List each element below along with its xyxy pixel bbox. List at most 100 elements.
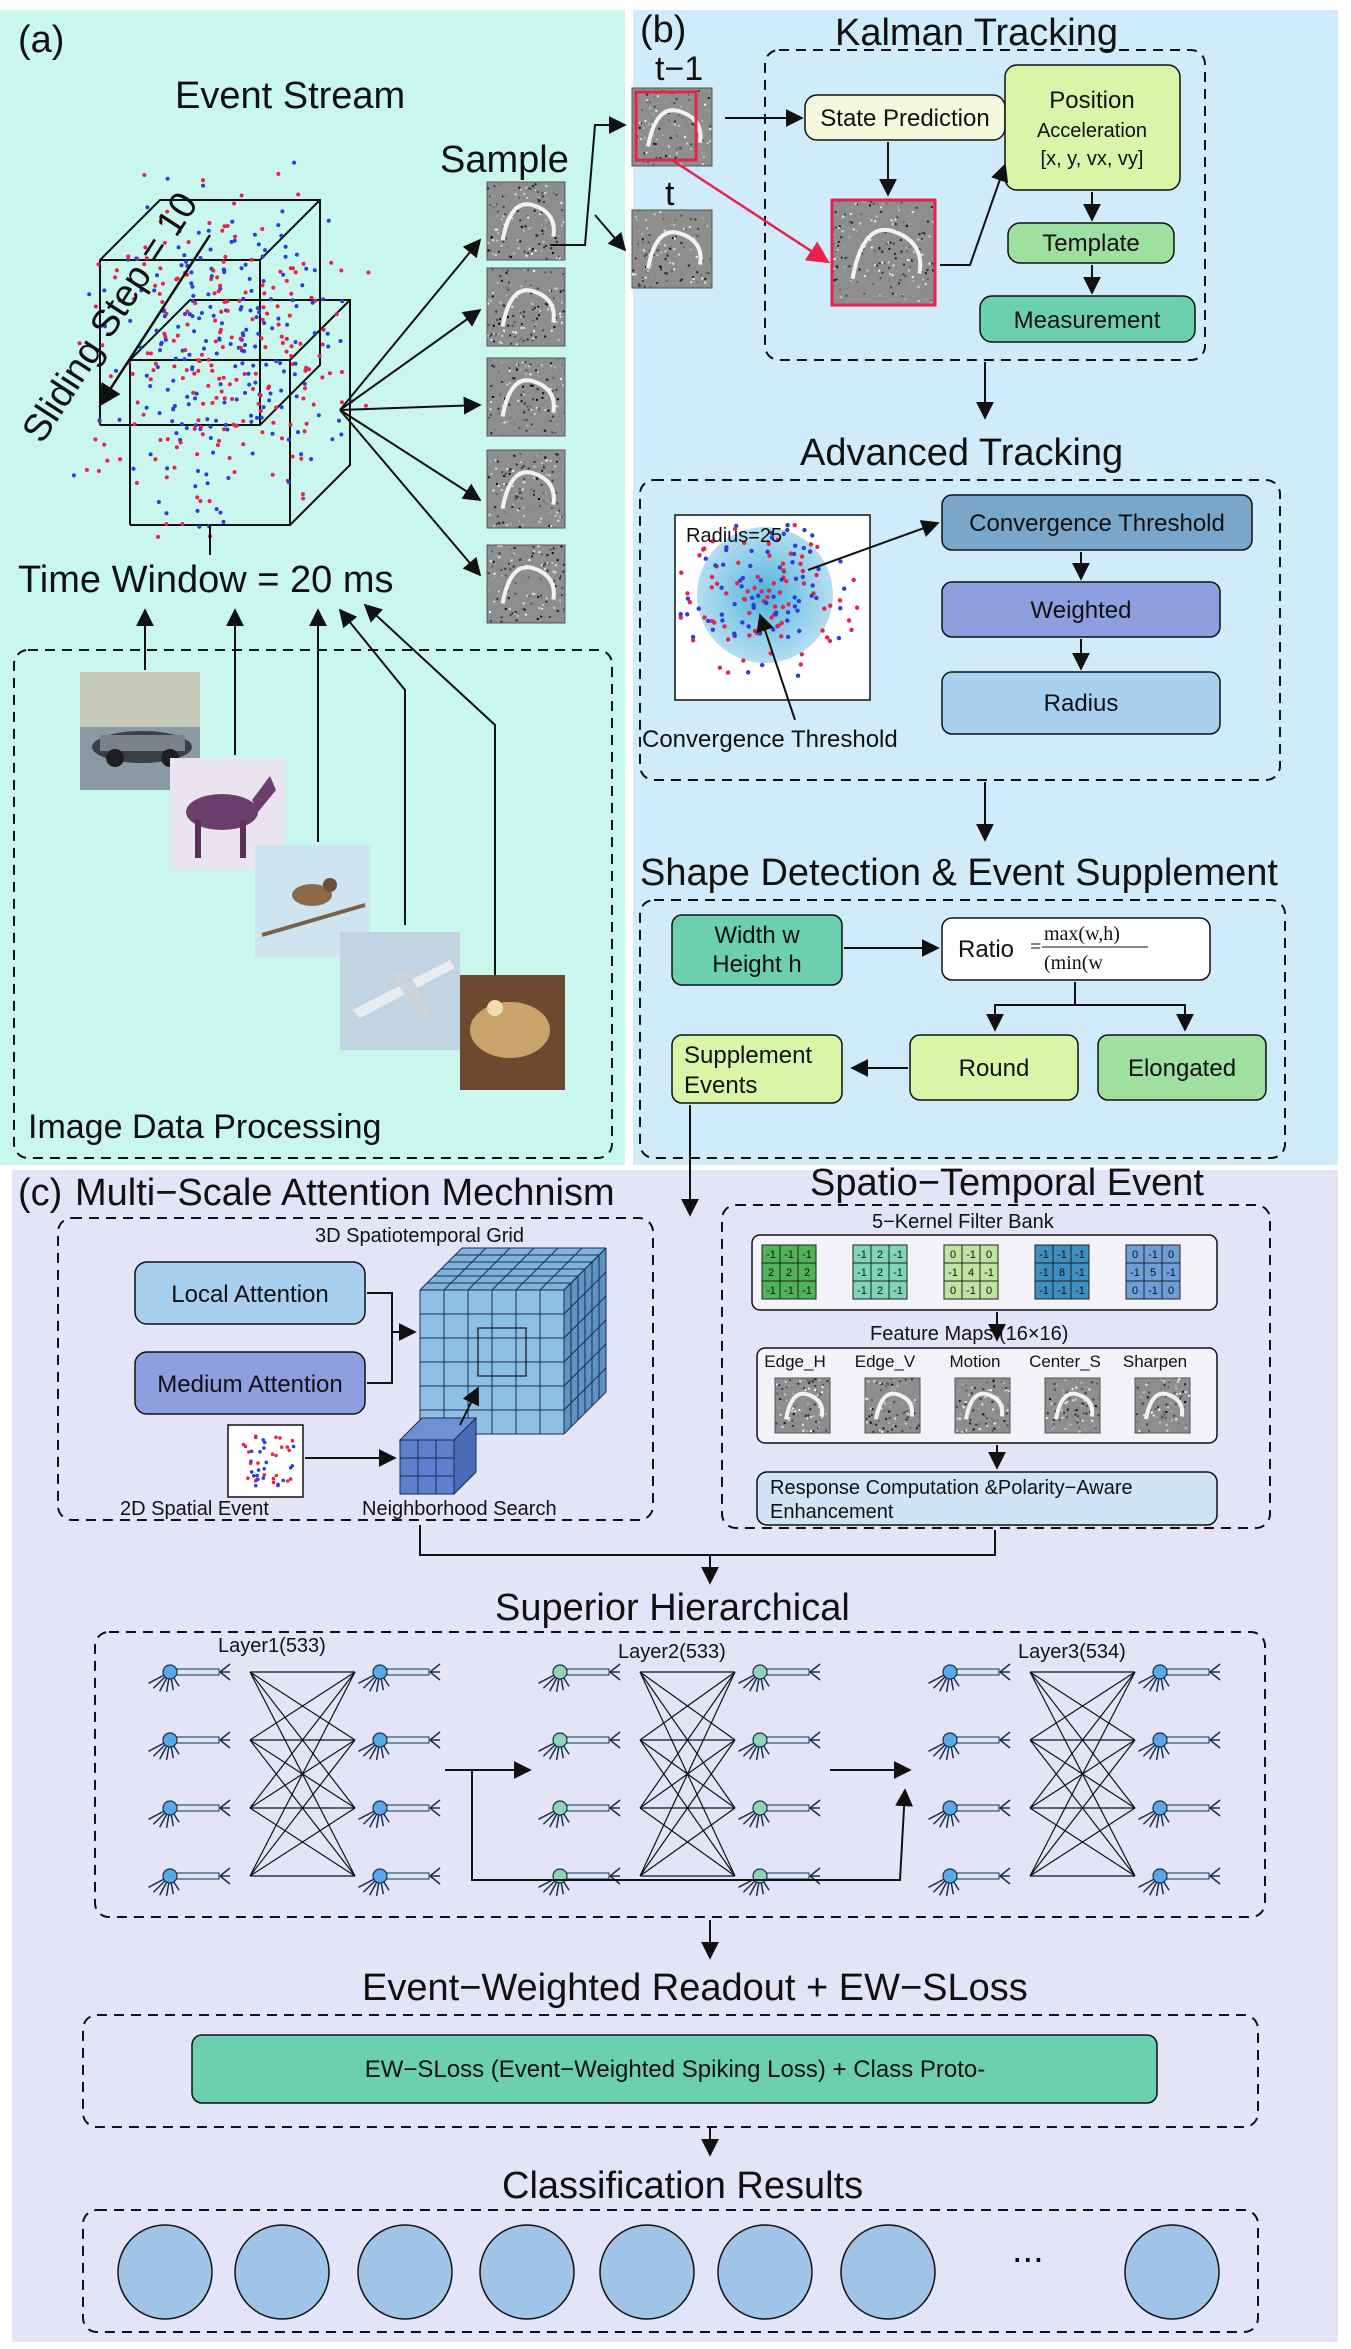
- event-point: [211, 450, 216, 455]
- event-point: [153, 457, 158, 462]
- weighted-label: Weighted: [1031, 597, 1132, 624]
- event-point: [131, 466, 136, 471]
- event-cube-points: [71, 160, 371, 539]
- event-point: [218, 510, 223, 515]
- event-point: [180, 376, 185, 381]
- kernel-cell: -1: [893, 1267, 903, 1279]
- event-point: [174, 431, 179, 436]
- event-point: [172, 465, 177, 470]
- kernel-cell: -1: [766, 1285, 776, 1297]
- event-point: [299, 452, 304, 457]
- event-point: [134, 481, 139, 485]
- event-point: [274, 359, 279, 364]
- sample-label: Sample: [440, 139, 569, 181]
- event-point: [290, 298, 295, 303]
- event-point: [337, 418, 341, 423]
- event-point: [108, 374, 113, 379]
- event-point: [162, 331, 167, 336]
- event-point: [200, 432, 205, 437]
- event-point: [193, 301, 198, 306]
- event-point: [105, 458, 110, 463]
- event-point: [276, 223, 281, 228]
- kernel-cell: 0: [1132, 1249, 1138, 1261]
- event-point: [274, 405, 279, 410]
- kernel-cell: -1: [893, 1285, 903, 1297]
- event-point: [207, 221, 212, 225]
- event-point: [232, 238, 237, 243]
- event-point: [289, 344, 294, 349]
- event-point: [143, 245, 148, 250]
- event-point: [197, 524, 202, 529]
- kernel-cell: -1: [1148, 1249, 1158, 1261]
- event-point: [223, 254, 228, 259]
- event-point: [233, 364, 238, 369]
- event-point: [312, 268, 317, 273]
- class-circles: [117, 2224, 1220, 2320]
- event-point: [214, 351, 219, 356]
- event-point: [225, 224, 230, 228]
- event-point: [307, 367, 311, 372]
- event-point: [276, 316, 281, 321]
- layer1-label: Layer1(533): [218, 1635, 326, 1657]
- event-point: [233, 234, 237, 239]
- radius-value-label: Radius=25: [686, 525, 782, 547]
- class-circle: [1124, 2224, 1220, 2320]
- event-point: [290, 454, 295, 459]
- event-point: [204, 339, 208, 343]
- kernel-cell: 2: [804, 1267, 810, 1279]
- event-point: [260, 283, 265, 288]
- event-point: [187, 352, 192, 357]
- sample-to-kalman-arrows: [550, 116, 627, 252]
- event-point: [97, 418, 102, 423]
- feature-map-label: Motion: [949, 1352, 1000, 1371]
- kernel-cell: -1: [857, 1285, 867, 1297]
- event-point: [327, 371, 332, 376]
- kernel-cell: -1: [1039, 1285, 1049, 1297]
- medium-attention-box: [134, 1351, 366, 1415]
- class-circle: [234, 2224, 330, 2320]
- kernel-cell: -1: [1057, 1249, 1067, 1261]
- event-point: [253, 371, 258, 376]
- event-point: [326, 344, 331, 349]
- event-point: [243, 262, 248, 267]
- event-point: [225, 308, 230, 313]
- event-point: [176, 245, 181, 250]
- event-point: [154, 328, 159, 333]
- event-point: [198, 499, 203, 503]
- event-point: [185, 322, 190, 327]
- event-point: [193, 484, 198, 489]
- event-point: [230, 219, 235, 224]
- event-point: [179, 422, 184, 427]
- ratio-branch-arrows: [986, 982, 1194, 1032]
- event-point: [271, 420, 276, 425]
- event-point: [241, 296, 246, 301]
- event-point: [267, 384, 272, 389]
- event-point: [227, 456, 232, 460]
- layer2-label: Layer2(533): [618, 1641, 726, 1663]
- event-point: [222, 299, 227, 304]
- supplement-label-1: Supplement: [684, 1042, 812, 1069]
- feature-maps-label: Feature Maps (16×16): [870, 1323, 1068, 1345]
- kernel-cell: -1: [857, 1267, 867, 1279]
- event-point: [219, 389, 224, 394]
- event-point: [301, 496, 306, 501]
- event-point: [221, 259, 226, 264]
- event-point: [251, 363, 256, 368]
- event-point: [186, 240, 191, 245]
- event-point: [184, 426, 189, 431]
- event-point: [187, 312, 192, 317]
- event-point: [162, 314, 167, 319]
- local-attention-box: [134, 1261, 366, 1325]
- event-point: [103, 324, 107, 329]
- kernel-cell: 4: [968, 1267, 974, 1279]
- event-point: [198, 424, 203, 429]
- event-point: [249, 413, 254, 418]
- event-point: [138, 345, 143, 350]
- image-processing-label: Image Data Processing: [28, 1108, 381, 1146]
- event-point: [209, 277, 214, 282]
- time-window-label: Time Window = 20 ms: [18, 559, 394, 601]
- event-point: [248, 308, 253, 313]
- layer-connection-arrows: [445, 1761, 914, 1881]
- event-point: [144, 256, 149, 261]
- convergence-threshold-label: Convergence Threshold: [969, 510, 1225, 537]
